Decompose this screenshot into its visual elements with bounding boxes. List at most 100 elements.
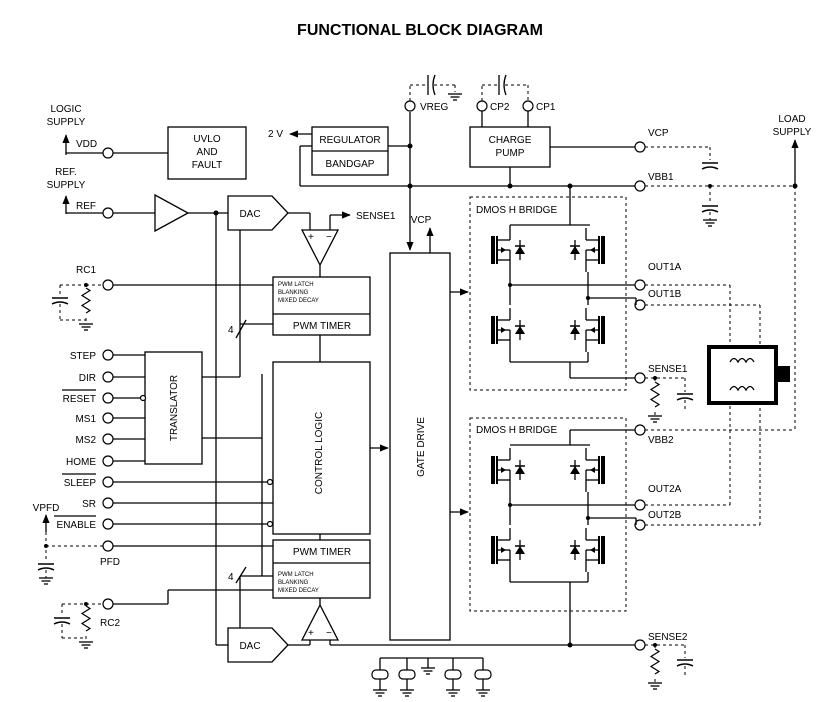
gnd-pin-2 [398,669,416,680]
ms1-label: MS1 [75,414,96,425]
logic-supply-label-2: SUPPLY [47,117,86,128]
rc1-section: RC1 [51,265,273,331]
sense-resistors [645,376,694,690]
sense1-pin [634,372,646,384]
vdd-pin [102,147,114,159]
out1a-pin [634,279,646,291]
mixed-decay-lower-label: MIXED DECAY [278,588,319,594]
sense1-pin-label: SENSE1 [648,364,688,375]
dac-lower [227,627,289,663]
bandgap-label: BANDGAP [326,159,375,170]
pwm-timer-lower [272,539,371,599]
stepper-motor [645,284,790,526]
rc2-label: RC2 [100,618,120,629]
ref-label: REF [76,201,96,212]
sense2-pin [634,639,646,651]
translator-label: TRANSLATOR [169,375,180,441]
output-pins: OUT1A OUT1B SENSE1 VBB2 OUT2A OUT2B SENS… [634,262,688,651]
translator-section: TRANSLATOR STEP DIR RESET MS1 MS2 HOME S… [33,349,274,585]
gnd-pin-3 [444,669,462,680]
right-supply-section: VCP VBB1 LOAD SUPPLY [634,114,812,431]
out2b-label: OUT2B [648,510,682,521]
ground-pins [371,657,492,697]
charge-pump-block [469,126,551,168]
vpfd-label: VPFD [33,503,60,514]
pwm-timer-lower-label: PWM TIMER [293,547,351,558]
vdd-label: VDD [76,139,97,150]
motor-shaft [776,366,790,382]
rc1-pin [102,279,114,291]
gate-drive-label: GATE DRIVE [416,417,427,477]
pwm-latch-label: PWM LATCH [278,282,314,288]
vbb1-pin [634,180,646,192]
vbb2-label: VBB2 [648,435,674,446]
pwm-timer-upper-label: PWM TIMER [293,321,351,332]
sense2-pin-label: SENSE2 [648,632,688,643]
pfd-pin [102,540,114,552]
sleep-label: SLEEP [64,478,97,489]
comparator-upper-plus: + [308,232,314,243]
blanking-lower-label: BLANKING [278,580,309,586]
dac-upper-label: DAC [239,209,260,220]
gnd-pin-1 [371,669,389,680]
gnd-pin-4 [474,669,492,680]
motor-coil-2 [729,385,755,392]
ref-buffer-amplifier [154,193,190,233]
control-logic-label: CONTROL LOGIC [314,412,325,494]
ms1-pin [102,412,114,424]
comparator-lower-minus: − [326,628,332,639]
out2a-pin [634,499,646,511]
rc2-section: RC2 [53,589,273,649]
vcp-pin-label: VCP [648,128,669,139]
out1a-label: OUT1A [648,262,682,273]
reset-label: RESET [63,394,96,405]
motor-body [707,345,778,405]
pump-label: PUMP [496,148,525,159]
home-label: HOME [66,457,96,468]
rc1-label: RC1 [76,265,96,276]
gate-drive-section: GATE DRIVE [389,252,469,641]
cp1-pin [522,100,534,112]
vreg-label: VREG [420,102,449,113]
comparator-upper [300,229,340,267]
load-supply-label-2: SUPPLY [773,127,812,138]
sleep-pin [102,476,114,488]
ref-supply-label-2: SUPPLY [47,180,86,191]
gate-drive-block [389,252,451,641]
uvlo-label: UVLO [193,134,220,145]
motor-coil-1 [729,357,755,364]
enable-label: ENABLE [57,520,97,531]
bus-width-upper: 4 [228,325,234,336]
gate-vcp-label: VCP [411,215,432,226]
translator-block [144,351,203,465]
comparator-upper-minus: − [326,232,332,243]
ms2-pin [102,433,114,445]
home-pin [102,455,114,467]
bus-width-lower: 4 [228,572,234,583]
dir-pin [102,371,114,383]
out2a-label: OUT2A [648,484,682,495]
reset-pin [102,392,114,404]
dac-upper [227,195,289,231]
channel2-control: CONTROL LOGIC PWM TIMER PWM LATCH BLANKI… [227,361,636,663]
sr-label: SR [82,499,96,510]
uvlo-fault-block [167,126,247,180]
uvlo-and-label: AND [196,147,217,158]
diagram-title: FUNCTIONAL BLOCK DIAGRAM [297,22,543,39]
vbb2-pin [634,424,646,436]
mixed-decay-label: MIXED DECAY [278,298,319,304]
comparator-lower-plus: + [308,628,314,639]
ref-pin [102,207,114,219]
charge-label: CHARGE [489,135,532,146]
dac-lower-label: DAC [239,641,260,652]
vcp-pin [634,141,646,153]
channel1-control: DAC SENSE1 + − PWM LATCH BLANKING MIXED … [227,195,434,362]
pfd-label: PFD [100,557,120,568]
cp1-label: CP1 [536,102,556,113]
dmos-h-bridge-1: DMOS H BRIDGE [469,186,636,391]
sr-pin [102,497,114,509]
cp2-pin [476,100,488,112]
logic-supply-section: LOGIC SUPPLY VDD UVLO AND FAULT REF. SUP… [47,104,247,233]
pwm-latch-lower-label: PWM LATCH [278,572,314,578]
